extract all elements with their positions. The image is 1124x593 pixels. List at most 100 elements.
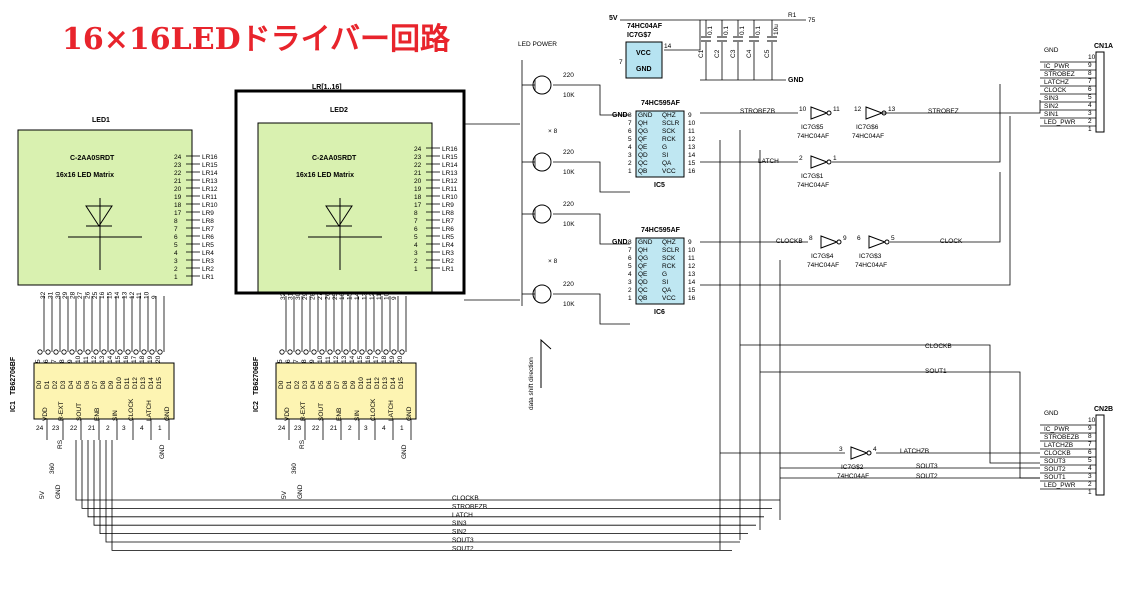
ic2-bot-num: 2	[348, 425, 352, 432]
sr-left-num: 6	[628, 128, 632, 135]
led2-pin-num: 24	[414, 146, 422, 153]
cn2b-num: 2	[1088, 481, 1092, 488]
led1-pin-num: 6	[174, 234, 178, 241]
sr-right-num: 16	[688, 295, 696, 302]
ic2-top-pin: 12	[333, 355, 340, 363]
driver-pin-group: 5D06D17D28D39D410D511D612D713D814D915D10…	[35, 349, 413, 499]
ic2-top-pin: 17	[373, 355, 380, 363]
resistor-220: 220	[563, 281, 574, 288]
power-ic-gnd-pin: 7	[619, 59, 623, 66]
sr-left-pin: QD	[638, 279, 648, 286]
ic2-part: TB62706BF	[253, 356, 260, 395]
ic1-bot-num: 24	[36, 425, 44, 432]
ic2-out-label: D8	[342, 380, 349, 389]
ic2-out-label: D11	[366, 377, 373, 389]
sr-left-num: 4	[628, 144, 632, 151]
bottom-bus-wire	[105, 440, 740, 543]
inv-ref: IC7G$3	[859, 253, 882, 260]
ic1-out-label: D10	[116, 377, 123, 389]
cn2b-num: 3	[1088, 473, 1092, 480]
led1-bottom-pin: 27	[77, 291, 84, 299]
sr-left-num: 7	[628, 247, 632, 254]
inverter-bubble	[826, 110, 832, 116]
led2-row-net: LR14	[442, 162, 458, 169]
sin-wire	[700, 116, 1011, 286]
cn1a-num: 9	[1088, 62, 1092, 69]
led1-row-net: LR13	[202, 178, 218, 185]
ic1-top-pin: 17	[131, 355, 138, 363]
led1-bottom-pin: 30	[55, 291, 62, 299]
cn1a-num: 10	[1088, 54, 1096, 61]
inv-part: 74HC04AF	[797, 182, 829, 189]
led2-pin-num: 21	[414, 170, 422, 177]
led1-pin-num: 18	[174, 202, 182, 209]
ic2-top-pin: 14	[349, 355, 356, 363]
ic2-bot-label: ENB	[336, 408, 343, 421]
ic1-out-label: D2	[52, 380, 59, 389]
net-strobezb: STROBEZB	[740, 108, 775, 115]
led1-row-net: LR3	[202, 258, 214, 265]
ic2-gnd: GND	[297, 484, 304, 499]
cn1a-pin: SIN3	[1044, 95, 1059, 102]
ic1-pin-bubble	[101, 349, 107, 355]
sr-left-num: 4	[628, 271, 632, 278]
clock-out-wire	[890, 172, 1001, 243]
power-ic-vcc: VCC	[636, 50, 651, 57]
power-ic: 5V 74HC04AF IC7G$7 VCC GND 14 7 GND R1 7…	[609, 12, 816, 84]
inv-ref: IC7G$6	[856, 124, 879, 131]
sr-body	[635, 110, 685, 178]
sr-right-pin: QHZ	[662, 112, 676, 119]
inverter-icon	[865, 106, 884, 120]
led1-row-net: LR15	[202, 162, 218, 169]
sr-right-num: 11	[688, 255, 695, 262]
ic2-rv: 360	[291, 463, 298, 474]
inv-out-pin: 1	[833, 155, 837, 162]
ic2-top-pin: 11	[325, 356, 332, 363]
led2-pin-num: 18	[414, 194, 422, 201]
bottom-bus-label: CLOCKB	[452, 495, 479, 502]
cn2b-pin: IC_PWR	[1044, 426, 1070, 433]
ic1-top-pin: 18	[139, 355, 146, 363]
cn1a-ref: CN1A	[1094, 43, 1113, 50]
led2-part: C-2AA0SRDT	[312, 155, 357, 162]
sr-right-num: 13	[688, 144, 696, 151]
ic2-5v: 5V	[281, 490, 288, 499]
inv-out-pin: 11	[833, 106, 840, 113]
ic2-top-pin: 7	[293, 359, 300, 363]
led2-bottom-pin: 32	[280, 292, 287, 300]
cap-ref: C4	[746, 49, 753, 58]
ic1-bot-label: VDD	[42, 407, 49, 421]
led1-pin-num: 24	[174, 154, 182, 161]
net-latch: LATCH	[758, 158, 779, 165]
led1-bottom-pin: 28	[70, 291, 77, 299]
led2-row-net: LR1	[442, 266, 454, 273]
ic1-out-label: D7	[92, 380, 99, 389]
led2-bottom-pin: 11	[376, 293, 383, 300]
ic1-out-label: D1	[44, 380, 51, 389]
ic1-pin-bubble	[93, 349, 99, 355]
ic1-out-label: D11	[124, 377, 131, 389]
led1-pin-num: 5	[174, 242, 178, 249]
cap-ref: C1	[698, 49, 705, 58]
connector-group: CN1A10987654321GNDIC_PWRSTROBEZLATCHZCLO…	[1044, 43, 1113, 496]
ic2-out-label: D1	[286, 380, 293, 389]
led2-row-net: LR2	[442, 258, 454, 265]
power-ic-gnd: GND	[636, 66, 652, 73]
times-label-2: × 8	[548, 258, 558, 265]
ic2-bot-num: 24	[278, 425, 286, 432]
ic2-bot-num: 3	[364, 425, 368, 432]
ic1-out-label: D13	[140, 377, 147, 389]
ic1-top-pin: 9	[67, 359, 74, 363]
led2-bottom-pin: 31	[287, 292, 294, 300]
led2-bottom-pin: 12	[369, 292, 376, 300]
sr-right-num: 9	[688, 239, 692, 246]
sr-right-pin: SI	[662, 152, 668, 159]
sr-right-num: 16	[688, 168, 696, 175]
sr-right-pin: QHZ	[662, 239, 676, 246]
sr-part: 74HC595AF	[641, 227, 681, 234]
led1-bottom-pin: 14	[114, 291, 121, 299]
ic2-pin-bubble	[351, 349, 357, 355]
ic1-bot-num: 23	[52, 425, 60, 432]
ic2-pin-bubble	[311, 349, 317, 355]
